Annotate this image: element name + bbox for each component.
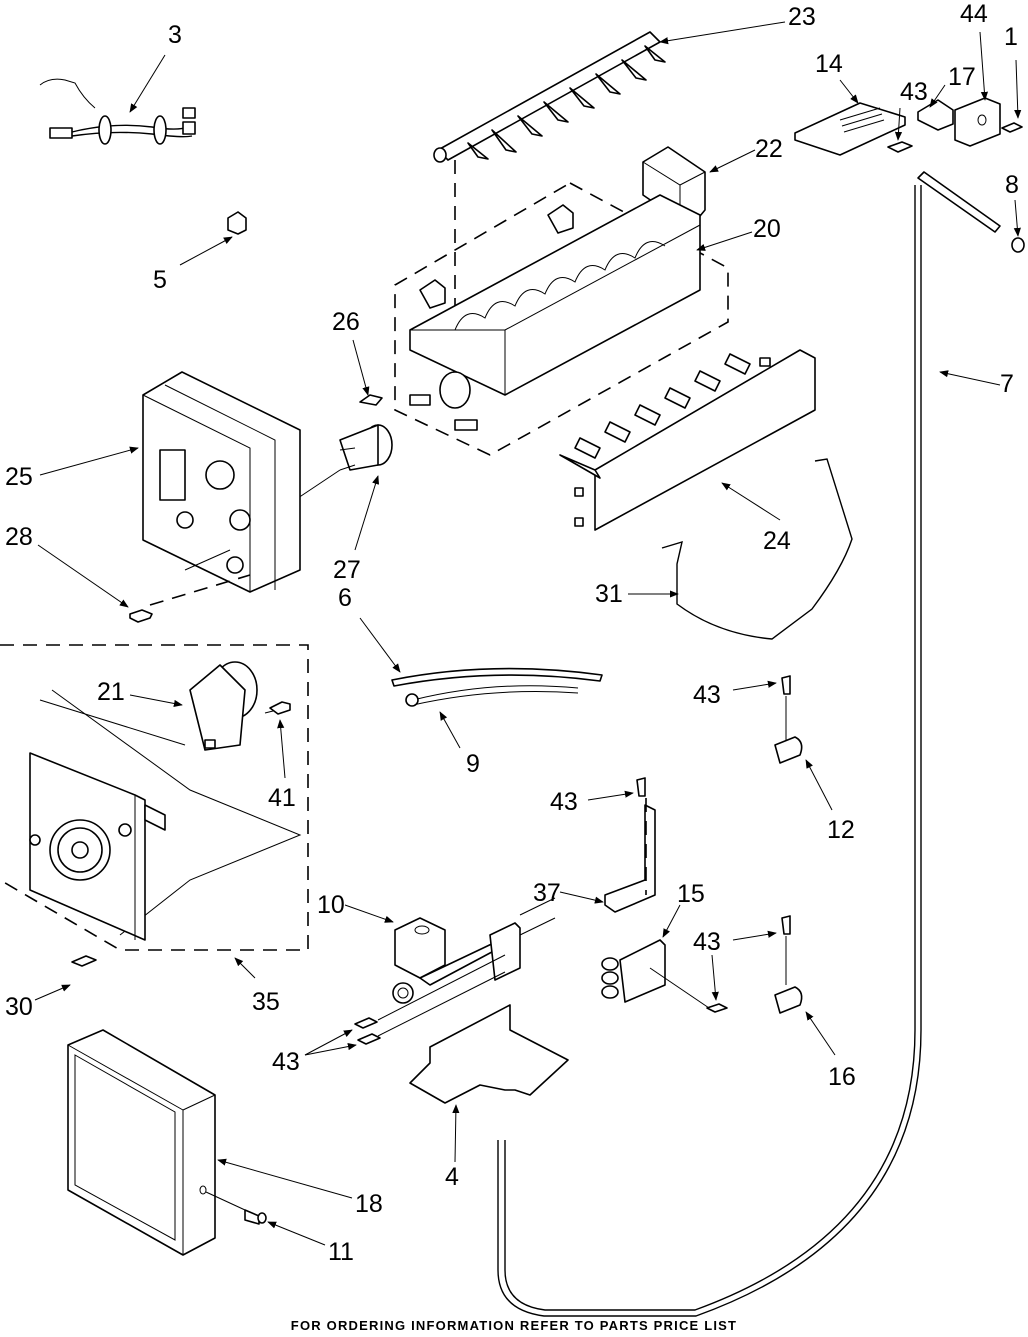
label-part-11: 11	[328, 1238, 354, 1266]
label-part-37: 37	[533, 879, 561, 907]
label-part-9: 9	[466, 750, 480, 778]
bracket-screw-part[interactable]	[637, 778, 645, 796]
fill-tube-part[interactable]	[392, 669, 602, 686]
plug-part[interactable]	[245, 1210, 266, 1224]
label-part-44: 44	[960, 0, 988, 28]
plate-screw-part[interactable]	[72, 956, 96, 966]
label-part-26: 26	[332, 308, 360, 336]
ordering-info-footer: FOR ORDERING INFORMATION REFER TO PARTS …	[0, 1318, 1028, 1333]
screw-part[interactable]	[130, 610, 152, 622]
label-part-12: 12	[827, 816, 855, 844]
label-part-6: 6	[338, 584, 352, 612]
ejector-part[interactable]	[434, 32, 665, 162]
water-inlet-fitting-part[interactable]	[955, 98, 1000, 146]
label-part-5: 5	[153, 266, 167, 294]
fitting-screw-part[interactable]	[888, 142, 912, 152]
label-part-31: 31	[595, 580, 623, 608]
shutoff-arm-part[interactable]	[662, 459, 852, 639]
ice-mold-part[interactable]	[410, 195, 700, 430]
label-part-16: 16	[828, 1063, 856, 1091]
water-valve-part[interactable]	[393, 918, 520, 1003]
cover-box-part[interactable]	[68, 1030, 215, 1255]
label-part-24: 24	[763, 527, 791, 555]
label-part-20: 20	[753, 215, 781, 243]
label-part-21: 21	[97, 678, 125, 706]
label-part-27: 27	[333, 556, 361, 584]
motor-part[interactable]	[190, 662, 257, 750]
ice-stripper-part[interactable]	[560, 350, 815, 530]
thermostat-part[interactable]	[340, 425, 392, 470]
tube-clip-part[interactable]	[602, 940, 665, 1002]
tube-clamp-lower-part[interactable]	[775, 916, 802, 1013]
label-part-18: 18	[355, 1190, 383, 1218]
label-part-3: 3	[168, 21, 182, 49]
washer-part[interactable]	[1012, 238, 1024, 252]
label-part-17: 17	[948, 63, 976, 91]
label-part-7: 7	[1000, 370, 1014, 398]
fill-tube-nozzle-part[interactable]	[406, 686, 578, 706]
motor-plate-part[interactable]	[30, 753, 165, 940]
label-part-43-bracket: 43	[550, 788, 578, 816]
label-part-8: 8	[1005, 171, 1019, 199]
label-part-14: 14	[815, 50, 843, 78]
clip-part[interactable]	[228, 212, 246, 234]
wire-harness-part[interactable]	[40, 79, 195, 144]
clip-screw-part[interactable]	[707, 1004, 727, 1012]
label-part-43-clamp-lower: 43	[693, 928, 721, 956]
label-part-23: 23	[788, 3, 816, 31]
label-part-43-clamp-upper: 43	[693, 681, 721, 709]
valve-screw-upper-part[interactable]	[355, 1018, 377, 1028]
label-part-1: 1	[1004, 23, 1018, 51]
label-part-4: 4	[445, 1163, 459, 1191]
label-part-25: 25	[5, 463, 33, 491]
label-part-28: 28	[5, 523, 33, 551]
valve-bracket-part[interactable]	[605, 805, 655, 912]
label-part-43-fitting: 43	[900, 78, 928, 106]
valve-shield-part[interactable]	[410, 1005, 568, 1103]
label-part-43-valve: 43	[272, 1048, 300, 1076]
module-housing-part[interactable]	[143, 372, 300, 592]
tube-clamp-upper-part[interactable]	[775, 676, 802, 763]
label-part-15: 15	[677, 880, 705, 908]
label-part-10: 10	[317, 891, 345, 919]
motor-screw-part[interactable]	[270, 702, 290, 714]
label-part-41: 41	[268, 784, 296, 812]
label-part-30: 30	[5, 993, 33, 1021]
label-part-22: 22	[755, 135, 783, 163]
thermostat-clip-part[interactable]	[360, 395, 382, 405]
valve-screw-lower-part[interactable]	[358, 1034, 380, 1044]
inlet-screw-part[interactable]	[1002, 123, 1022, 132]
label-part-35: 35	[252, 988, 280, 1016]
